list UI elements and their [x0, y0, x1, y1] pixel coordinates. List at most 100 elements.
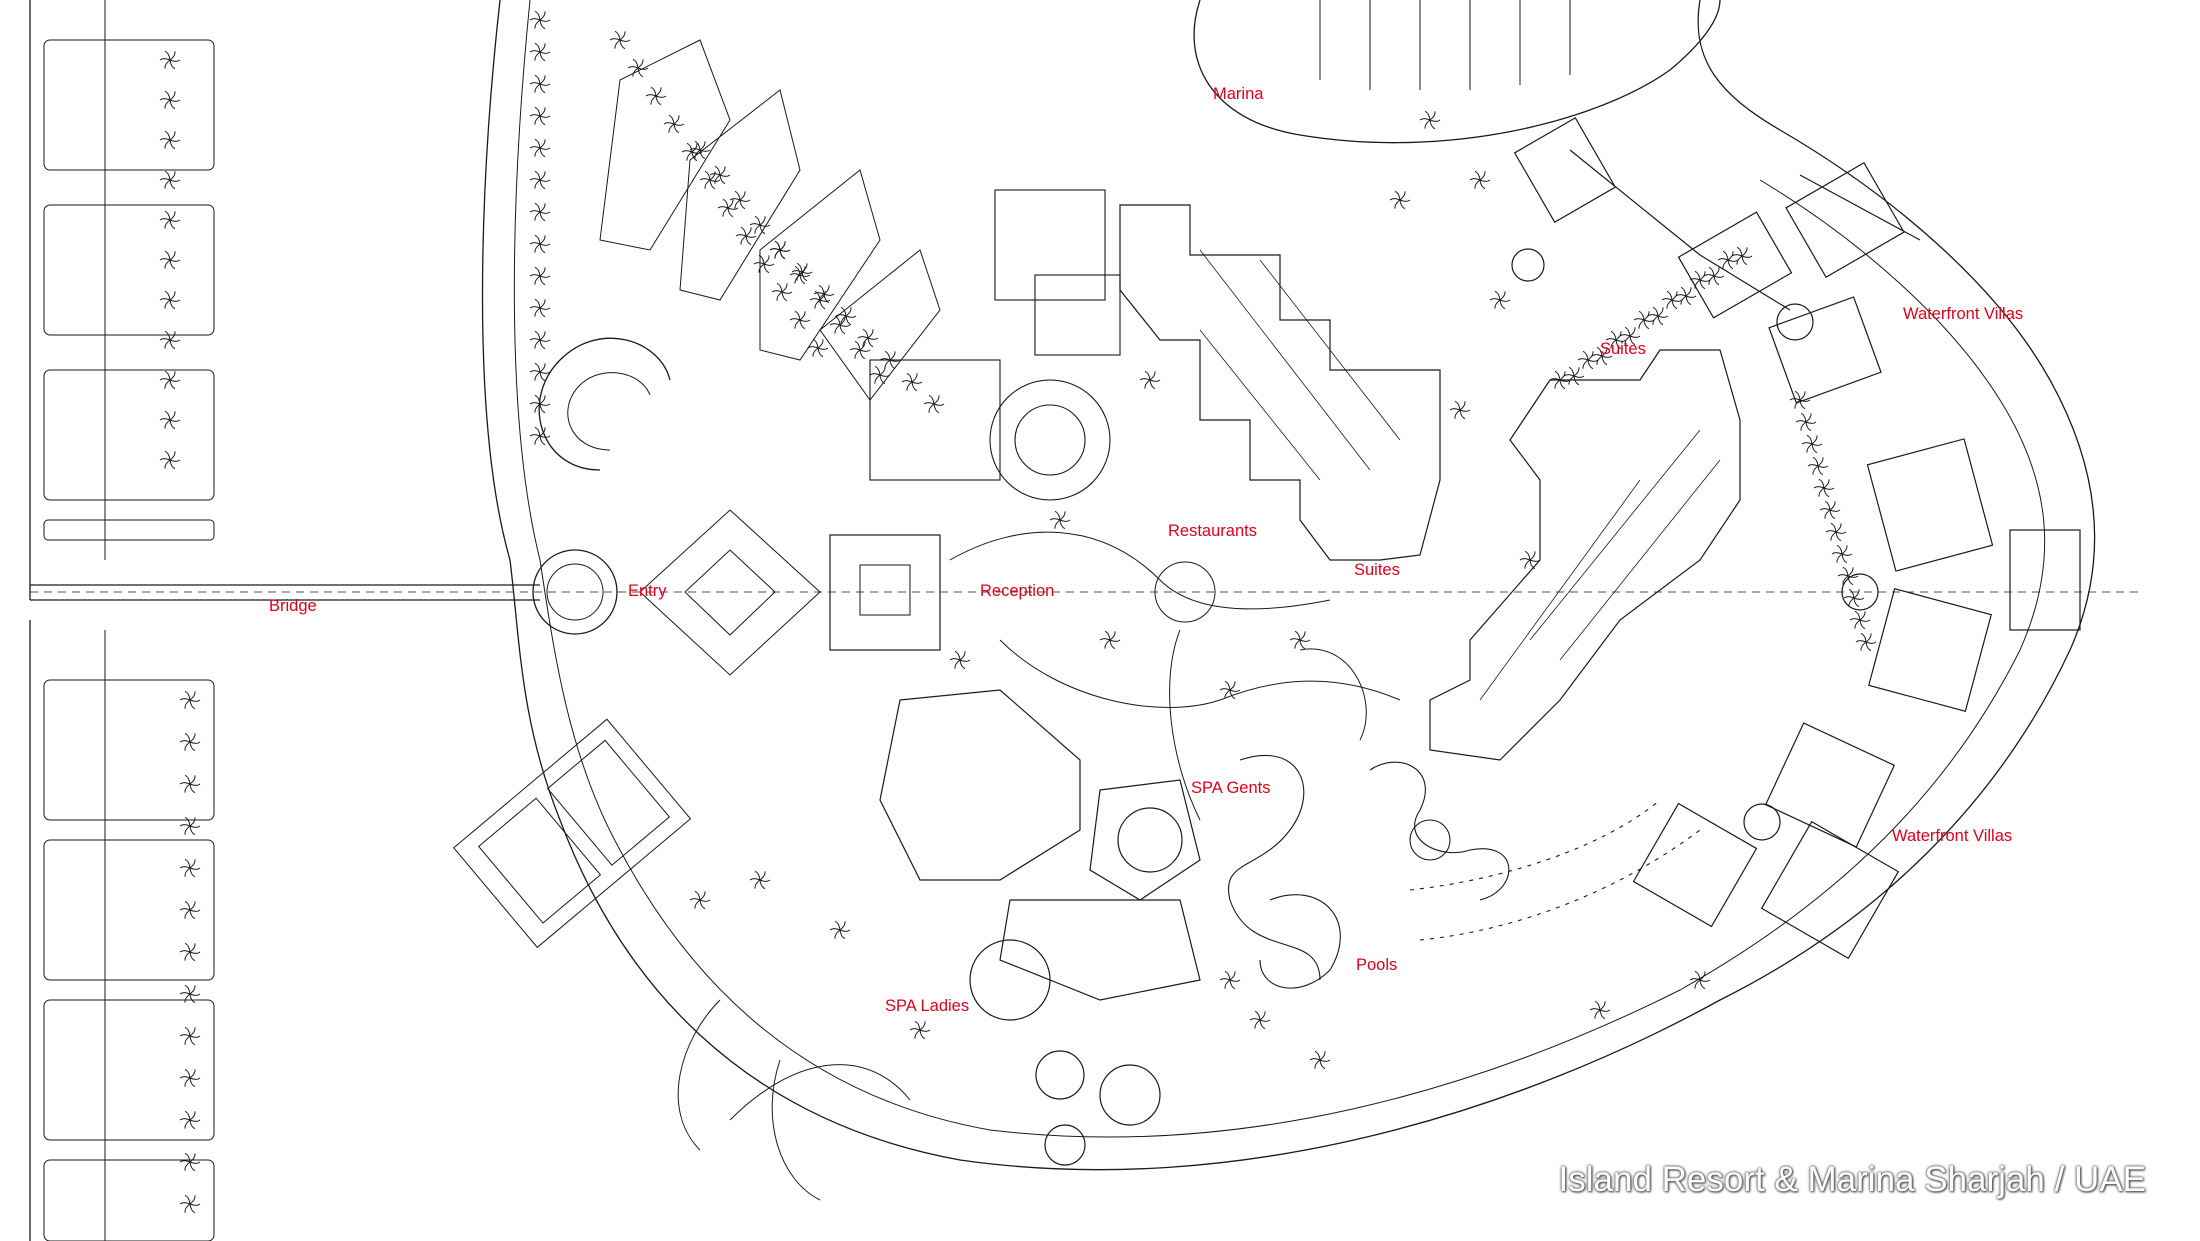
- palm-tree-icon: [791, 262, 813, 282]
- reception-building: [829, 534, 941, 651]
- palm-tree-icon: [1289, 630, 1311, 650]
- palm-tree-icon: [159, 410, 181, 430]
- entry-plaza: [639, 509, 821, 676]
- label-suites-lower: Suites: [1354, 561, 1400, 579]
- palm-tree-icon: [681, 142, 703, 162]
- palm-tree-icon: [1795, 412, 1817, 432]
- garden-paths: [677, 531, 1401, 1201]
- palm-tree-icon: [179, 774, 201, 794]
- palm-tree-icon: [1825, 522, 1847, 542]
- palm-tree-icon: [1689, 270, 1711, 290]
- drawing-caption: Island Resort & Marina Sharjah / UAE: [1558, 1160, 2146, 1199]
- palm-tree-icon: [753, 254, 775, 274]
- palm-tree-icon: [1449, 400, 1471, 420]
- palm-tree-icon: [529, 106, 551, 126]
- palm-tree-icon: [179, 1110, 201, 1130]
- palm-tree-icon: [1563, 366, 1585, 386]
- palm-tree-icon: [529, 394, 551, 414]
- palm-tree-icon: [529, 170, 551, 190]
- palm-tree-icon: [1577, 350, 1599, 370]
- palm-tree-icon: [1099, 630, 1121, 650]
- palm-tree-icon: [813, 284, 835, 304]
- label-marina: Marina: [1213, 85, 1264, 103]
- label-reception: Reception: [980, 582, 1055, 600]
- palm-tree-icon: [609, 30, 631, 50]
- entry-roundabout: [532, 549, 618, 635]
- palm-tree-icon: [179, 732, 201, 752]
- palm-tree-icon: [1731, 246, 1753, 266]
- marina-basin: [1193, 0, 1721, 144]
- palm-tree-icon: [849, 340, 871, 360]
- lobby-building: [869, 189, 1121, 501]
- palm-tree-icon: [1849, 610, 1871, 630]
- palm-tree-icon: [627, 58, 649, 78]
- palm-tree-icon: [1813, 478, 1835, 498]
- palm-tree-icon: [1139, 370, 1161, 390]
- palm-tree-icon: [663, 114, 685, 134]
- parking-rows: [599, 39, 941, 401]
- palm-tree-icon: [789, 265, 811, 285]
- palm-tree-icon: [179, 1026, 201, 1046]
- palm-tree-icon: [1249, 1010, 1271, 1030]
- tennis-courts: [453, 718, 692, 949]
- palm-tree-icon: [771, 282, 793, 302]
- label-entry: Entry: [628, 582, 667, 600]
- palm-tree-icon: [1489, 290, 1511, 310]
- palm-tree-icon: [717, 198, 739, 218]
- palm-tree-icon: [529, 298, 551, 318]
- mainland-parking-bottom: [43, 679, 215, 1241]
- palm-tree-icon: [529, 42, 551, 62]
- palm-tree-icon: [901, 372, 923, 392]
- palm-tree-icon: [1801, 434, 1823, 454]
- palm-tree-icon: [529, 74, 551, 94]
- palm-tree-icon: [923, 394, 945, 414]
- palm-tree-icon: [1219, 680, 1241, 700]
- palm-tree-icon: [1591, 346, 1613, 366]
- label-waterfront-villas-bottom: Waterfront Villas: [1892, 827, 2013, 845]
- palm-tree-icon: [159, 450, 181, 470]
- palm-tree-icon: [529, 426, 551, 446]
- palm-tree-icon: [159, 210, 181, 230]
- palm-tree-icon: [1049, 510, 1071, 530]
- waterfront-villas: [1511, 117, 2081, 960]
- palm-tree-icon: [1589, 1000, 1611, 1020]
- palm-tree-icon: [159, 50, 181, 70]
- palm-tree-icon: [1619, 326, 1641, 346]
- label-spa-gents: SPA Gents: [1191, 779, 1271, 797]
- palm-tree-icon: [529, 330, 551, 350]
- palm-tree-icon: [179, 816, 201, 836]
- palm-tree-symbols: [159, 10, 1877, 1214]
- palm-tree-icon: [1309, 1050, 1331, 1070]
- palm-tree-icon: [159, 290, 181, 310]
- palm-tree-icon: [1661, 290, 1683, 310]
- label-bridge: Bridge: [269, 597, 317, 615]
- palm-tree-icon: [879, 350, 901, 370]
- mainland-parking-top: [43, 39, 215, 541]
- palm-tree-icon: [1469, 170, 1491, 190]
- label-pools: Pools: [1356, 956, 1398, 974]
- palm-tree-icon: [179, 1194, 201, 1214]
- palm-tree-icon: [1855, 632, 1877, 652]
- palm-tree-icon: [1675, 286, 1697, 306]
- palm-tree-icon: [729, 190, 751, 210]
- suites-block-lower: [1429, 349, 1741, 761]
- palm-tree-icon: [1689, 970, 1711, 990]
- palm-tree-icon: [1717, 250, 1739, 270]
- palm-tree-icon: [645, 86, 667, 106]
- palm-tree-icon: [179, 984, 201, 1004]
- palm-tree-icon: [789, 310, 811, 330]
- palm-tree-icon: [159, 330, 181, 350]
- palm-tree-icon: [1419, 110, 1441, 130]
- palm-tree-icon: [1703, 266, 1725, 286]
- palm-tree-icon: [1843, 588, 1865, 608]
- palm-tree-icon: [1789, 390, 1811, 410]
- palm-tree-icon: [1647, 306, 1669, 326]
- lagoon-edge: [1299, 648, 1367, 741]
- palm-tree-icon: [529, 234, 551, 254]
- palm-tree-icon: [179, 942, 201, 962]
- palm-tree-icon: [159, 130, 181, 150]
- label-suites-upper: Suites: [1600, 340, 1646, 358]
- palm-tree-icon: [159, 370, 181, 390]
